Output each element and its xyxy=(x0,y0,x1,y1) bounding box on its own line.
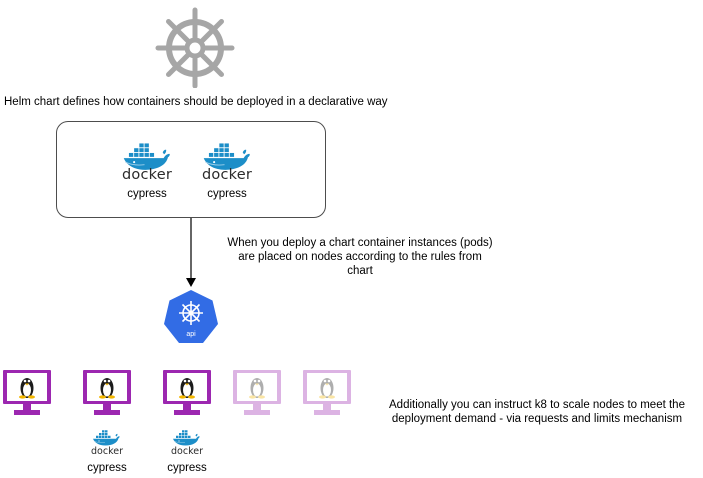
docker-brand-text: docker xyxy=(121,167,172,183)
deploy-note-line: are placed on nodes according to the rul… xyxy=(238,251,482,263)
container-label: cypress xyxy=(127,188,167,200)
deploy-note-line: chart xyxy=(347,265,373,277)
pod-label: cypress xyxy=(167,462,207,474)
deploy-note: When you deploy a chart container instan… xyxy=(210,236,510,278)
scale-note-line: deployment demand - via requests and lim… xyxy=(391,413,683,425)
kubernetes-api-icon xyxy=(163,289,219,345)
helm-wheel-icon xyxy=(155,6,235,89)
docker-brand-text: docker xyxy=(171,446,203,457)
container-label: cypress xyxy=(207,188,247,200)
deploy-note-line: When you deploy a chart container instan… xyxy=(227,237,493,249)
docker-icon xyxy=(172,429,202,446)
docker-icon xyxy=(92,429,122,446)
deploy-arrow xyxy=(184,218,198,288)
docker-brand-text: docker xyxy=(91,446,123,457)
kubernetes-api-label: api xyxy=(186,331,196,338)
helm-caption: Helm chart defines how containers should… xyxy=(4,96,388,108)
linux-monitor-icon xyxy=(302,369,352,417)
linux-monitor-icon xyxy=(162,369,212,417)
linux-monitor-icon xyxy=(2,369,52,417)
pod-label: cypress xyxy=(87,462,127,474)
docker-brand-text: docker xyxy=(201,167,252,183)
linux-monitor-icon xyxy=(232,369,282,417)
scale-note: Additionally you can instruct k8 to scal… xyxy=(372,398,702,426)
helm-chart-box xyxy=(56,121,326,218)
scale-note-line: Additionally you can instruct k8 to scal… xyxy=(389,399,685,411)
linux-monitor-icon xyxy=(82,369,132,417)
